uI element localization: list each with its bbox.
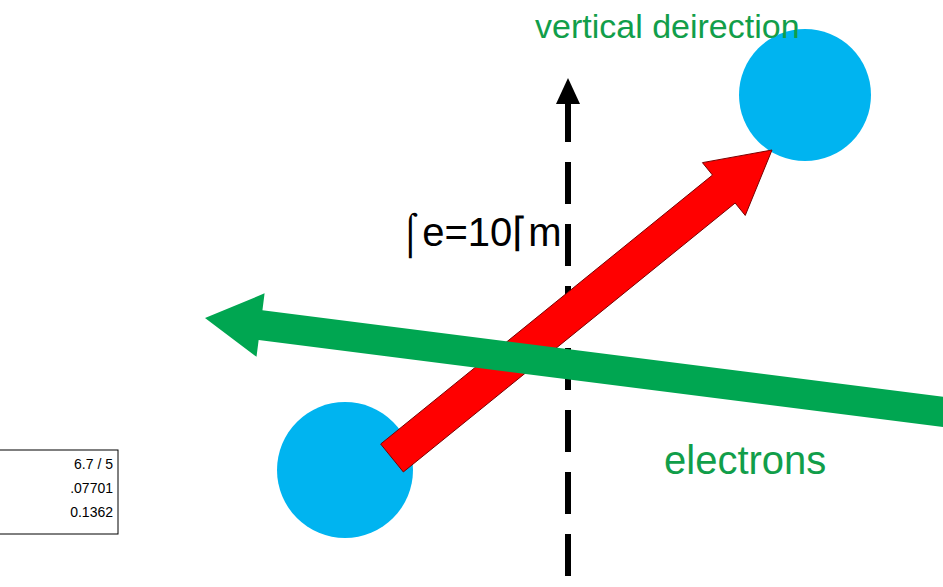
- particle-circle: [277, 402, 413, 538]
- beam-label: electrons: [664, 438, 826, 482]
- stats-value: 6.7 / 5: [74, 457, 113, 472]
- orientation-arrow: [381, 150, 772, 472]
- arrow-shape: [381, 150, 772, 472]
- axis-arrowhead: [556, 78, 580, 104]
- beam-arrow: [205, 293, 943, 429]
- axis-label: vertical deirection: [535, 8, 800, 45]
- stats-value: .07701: [70, 481, 113, 496]
- resolution-label: ⌠e=10⌈m: [398, 210, 562, 254]
- vertical-axis: [565, 100, 571, 587]
- stats-value: 0.1362: [70, 505, 113, 520]
- arrow-shape: [205, 293, 943, 429]
- particle-circle: [739, 29, 871, 161]
- stats-box: [0, 450, 118, 534]
